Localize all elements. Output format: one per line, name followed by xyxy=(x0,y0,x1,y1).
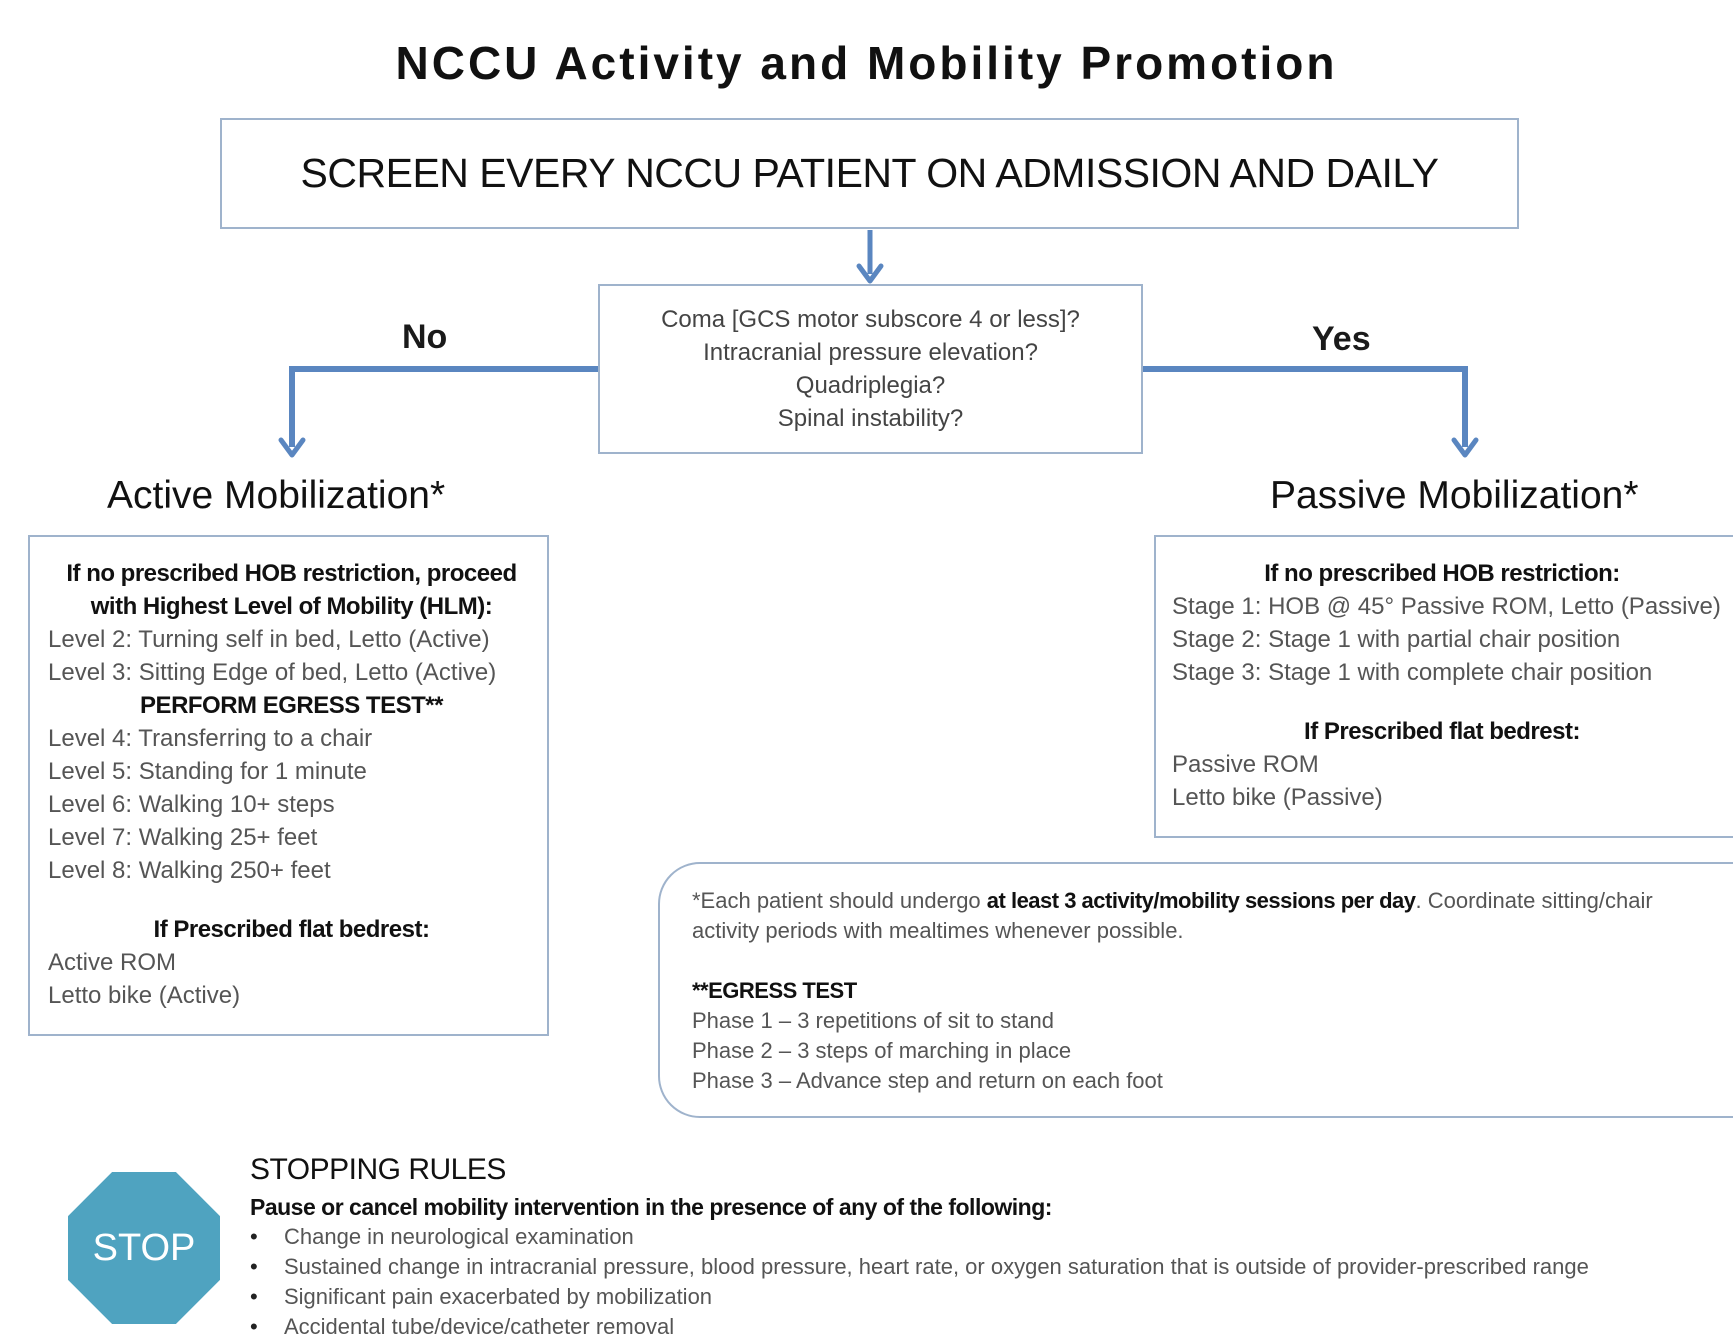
branch-label-no: No xyxy=(402,318,448,356)
branch-label-yes: Yes xyxy=(1312,320,1371,358)
stopping-rule-item: • Sustained change in intracranial pressu… xyxy=(250,1252,1589,1282)
passive-header: If no prescribed HOB restriction: xyxy=(1264,560,1620,587)
page-title: NCCU Activity and Mobility Promotion xyxy=(395,37,1338,89)
stopping-rules-list: • Change in neurological examination • Sus… xyxy=(250,1222,1589,1342)
stopping-rule-text: Significant pain exacerbated by mobiliza… xyxy=(284,1284,713,1309)
arrow-screen-to-question-head xyxy=(856,263,884,284)
sessions-note-emphasis: at least 3 activity/mobility sessions pe… xyxy=(986,888,1416,913)
passive-stage: Stage 3: Stage 1 with complete chair pos… xyxy=(1172,659,1653,686)
question-line: Spinal instability? xyxy=(777,405,964,432)
bullet-icon: • xyxy=(250,1284,258,1309)
passive-flat-item: Letto bike (Passive) xyxy=(1172,784,1383,811)
stop-sign-text: STOP xyxy=(92,1226,196,1269)
active-flat-item: Letto bike (Active) xyxy=(48,982,241,1009)
screen-text: SCREEN EVERY NCCU PATIENT ON ADMISSION A… xyxy=(300,150,1439,196)
active-header-line: with Highest Level of Mobility (HLM): xyxy=(90,593,493,620)
active-level: Level 7: Walking 25+ feet xyxy=(48,824,318,851)
screening-question-box: Coma [GCS motor subscore 4 or less]? Int… xyxy=(598,284,1143,454)
stopping-rules-intro: Pause or cancel mobility intervention in… xyxy=(250,1194,1052,1220)
egress-test-title: **EGRESS TEST xyxy=(692,978,857,1003)
passive-flat-item: Passive ROM xyxy=(1172,751,1319,778)
arrow-yes-head xyxy=(1451,437,1479,458)
stopping-rule-item: • Change in neurological examination xyxy=(250,1222,1589,1252)
active-level: Level 4: Transferring to a chair xyxy=(48,725,373,752)
bullet-icon: • xyxy=(250,1224,258,1249)
passive-mobilization-title: Passive Mobilization* xyxy=(1270,474,1639,517)
question-line: Coma [GCS motor subscore 4 or less]? xyxy=(661,306,1080,333)
active-level: Level 2: Turning self in bed, Letto (Act… xyxy=(48,626,490,653)
passive-mobilization-panel: If no prescribed HOB restriction: Stage … xyxy=(1154,535,1733,838)
stopping-rule-text: Change in neurological examination xyxy=(284,1224,634,1249)
arrow-no-head xyxy=(278,437,306,458)
passive-stage: Stage 2: Stage 1 with partial chair posi… xyxy=(1172,626,1621,653)
egress-phase: Phase 1 – 3 repetitions of sit to stand xyxy=(692,1008,1055,1033)
passive-stage: Stage 1: HOB @ 45° Passive ROM, Letto (P… xyxy=(1172,593,1721,620)
stop-sign-icon: STOP xyxy=(68,1172,220,1324)
sessions-note-text: . Coordinate sitting/chair xyxy=(1415,888,1653,913)
stopping-rule-text: Sustained change in intracranial pressur… xyxy=(284,1254,1589,1279)
active-flat-bedrest-header: If Prescribed flat bedrest: xyxy=(153,916,430,943)
active-header-line: If no prescribed HOB restriction, procee… xyxy=(66,560,517,587)
bullet-icon: • xyxy=(250,1314,258,1339)
sessions-note-text: *Each patient should undergo xyxy=(692,888,987,913)
stopping-rule-item: • Significant pain exacerbated by mobiliz… xyxy=(250,1282,1589,1312)
passive-flat-bedrest-header: If Prescribed flat bedrest: xyxy=(1304,718,1580,745)
egress-test-instruction: PERFORM EGRESS TEST** xyxy=(140,692,443,719)
active-level: Level 6: Walking 10+ steps xyxy=(48,791,335,818)
active-mobilization-panel: If no prescribed HOB restriction, procee… xyxy=(28,535,549,1036)
active-level: Level 5: Standing for 1 minute xyxy=(48,758,367,785)
question-line: Quadriplegia? xyxy=(795,372,946,399)
bullet-icon: • xyxy=(250,1254,258,1279)
active-level: Level 8: Walking 250+ feet xyxy=(48,857,331,884)
arrow-no-shaft xyxy=(289,366,598,447)
arrow-yes-shaft xyxy=(1143,366,1468,447)
sessions-note: *Each patient should undergo at least 3 … xyxy=(692,886,1733,916)
sessions-note-continued: activity periods with mealtimes whenever… xyxy=(692,918,1184,943)
footnotes-box: *Each patient should undergo at least 3 … xyxy=(658,862,1733,1118)
active-flat-item: Active ROM xyxy=(48,949,177,976)
egress-phase: Phase 2 – 3 steps of marching in place xyxy=(692,1038,1072,1063)
stopping-rule-item: • Accidental tube/device/catheter removal xyxy=(250,1312,1589,1342)
stopping-rule-text: Accidental tube/device/catheter removal xyxy=(284,1314,675,1339)
active-level: Level 3: Sitting Edge of bed, Letto (Act… xyxy=(48,659,497,686)
egress-phase: Phase 3 – Advance step and return on eac… xyxy=(692,1068,1163,1093)
question-line: Intracranial pressure elevation? xyxy=(703,339,1038,366)
active-mobilization-title: Active Mobilization* xyxy=(107,474,446,517)
stopping-rules-title: STOPPING RULES xyxy=(250,1153,506,1186)
screen-box: SCREEN EVERY NCCU PATIENT ON ADMISSION A… xyxy=(220,118,1519,229)
